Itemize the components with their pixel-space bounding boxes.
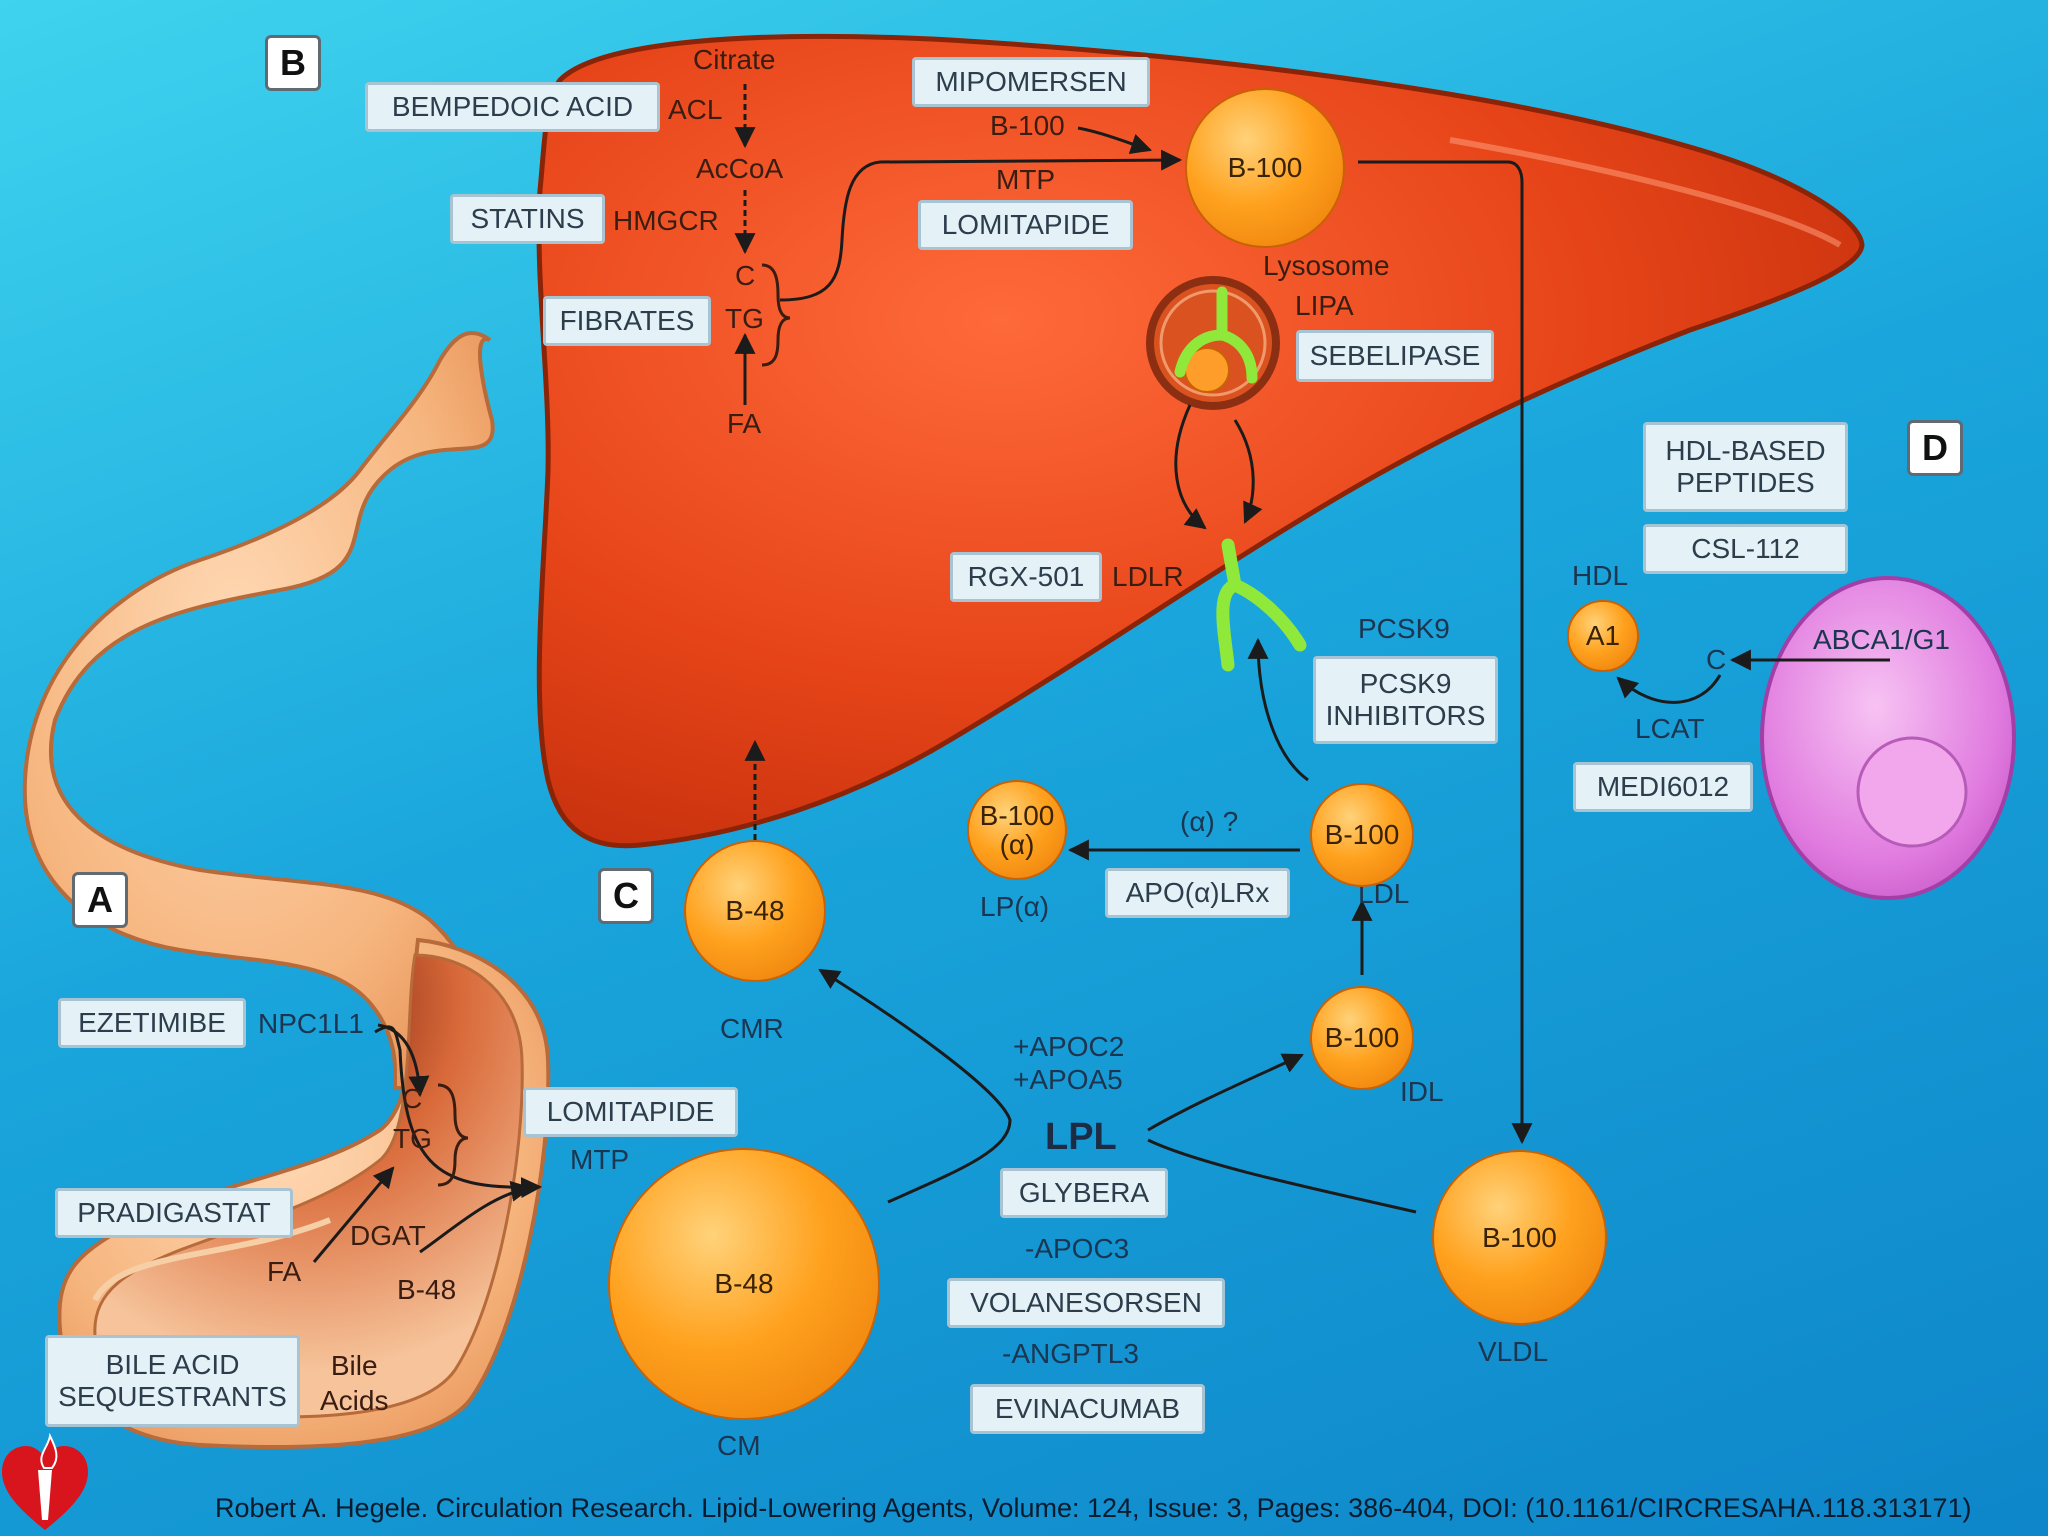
drug-box-pradigastat: PRADIGASTAT (55, 1188, 293, 1238)
citation-text: Robert A. Hegele. Circulation Research. … (215, 1493, 1972, 1523)
pathway-arrows (312, 84, 1890, 1263)
label-c-gut: C (402, 1083, 423, 1114)
particle-cm: B-48 (608, 1148, 880, 1420)
lpa-particle-line-1: B-100 (979, 799, 1055, 831)
particle-ldl: B-100 (1310, 783, 1414, 887)
label-c-cell: C (1706, 644, 1727, 675)
heart-torch-logo-icon (2, 1432, 88, 1530)
panel-label-c: C (598, 868, 654, 924)
drug-box-lomitapide-liver: LOMITAPIDE (918, 200, 1133, 250)
drug-box-sebelipase: SEBELIPASE (1296, 330, 1494, 382)
drug-box-ezetimibe: EZETIMIBE (58, 998, 246, 1048)
label-tg-gut: TG (393, 1123, 432, 1154)
liver-shape (536, 33, 1865, 849)
label-cmr: CMR (720, 1013, 784, 1044)
drug-box-mipomersen: MIPOMERSEN (912, 57, 1150, 107)
label-apoc3: -APOC3 (1025, 1233, 1130, 1264)
label-mtp-gut: MTP (570, 1144, 630, 1175)
label-lcat: LCAT (1635, 713, 1705, 744)
label-fa-liver: FA (727, 408, 762, 439)
label-bile-acids: Bile Acids (320, 1348, 388, 1418)
hdl-peptides-line-2: PEPTIDES (1676, 467, 1815, 498)
particle-a1: A1 (1567, 600, 1639, 672)
panel-label-b: B (265, 35, 321, 91)
label-alpha-question: (α) ? (1180, 806, 1239, 837)
label-fa-gut: FA (267, 1256, 302, 1287)
peripheral-cell-shape (1760, 576, 2016, 900)
label-lipa: LIPA (1295, 290, 1354, 321)
drug-box-bile-acid-sequestrants: BILE ACID SEQUESTRANTS (45, 1335, 300, 1427)
label-lysosome: Lysosome (1263, 250, 1390, 281)
label-c-liver: C (735, 260, 756, 291)
label-b48-gut: B-48 (397, 1274, 457, 1305)
drug-box-hdl-based-peptides: HDL-BASED PEPTIDES (1643, 422, 1848, 512)
label-hmgcr: HMGCR (613, 205, 719, 236)
label-lpl: LPL (1045, 1116, 1117, 1158)
label-dgat: DGAT (350, 1220, 426, 1251)
drug-box-fibrates: FIBRATES (543, 296, 711, 346)
label-accoa: AcCoA (696, 153, 784, 184)
particle-idl: B-100 (1310, 986, 1414, 1090)
panel-label-d: D (1907, 420, 1963, 476)
label-lpa: LP(α) (980, 891, 1050, 922)
label-idl: IDL (1400, 1076, 1444, 1107)
label-angptl3: -ANGPTL3 (1002, 1338, 1139, 1369)
pcsk9-inhibitors-line-2: INHIBITORS (1325, 700, 1486, 731)
label-npc1l1: NPC1L1 (258, 1008, 364, 1039)
bile-acid-seq-line-2: SEQUESTRANTS (58, 1381, 287, 1412)
label-tg-liver: TG (725, 303, 764, 334)
lpa-particle-line-2: (α) (999, 829, 1035, 860)
drug-box-pcsk9-inhibitors: PCSK9 INHIBITORS (1313, 656, 1498, 744)
particle-b100-liver: B-100 (1185, 88, 1345, 248)
brackets (437, 263, 791, 1187)
drug-box-glybera: GLYBERA (1000, 1168, 1168, 1218)
drug-box-bempedoic-acid: BEMPEDOIC ACID (365, 82, 660, 132)
label-cm: CM (717, 1430, 761, 1461)
particle-vldl: B-100 (1432, 1150, 1607, 1325)
label-abca1-g1: ABCA1/G1 (1813, 624, 1950, 655)
label-hdl: HDL (1572, 560, 1629, 591)
label-apoc2: +APOC2 (1013, 1031, 1125, 1062)
label-mtp-liver: MTP (996, 164, 1056, 195)
label-acl: ACL (668, 94, 723, 125)
label-vldl: VLDL (1478, 1336, 1549, 1367)
drug-box-statins: STATINS (450, 194, 605, 244)
drug-box-evinacumab: EVINACUMAB (970, 1384, 1205, 1434)
drug-box-volanesorsen: VOLANESORSEN (947, 1278, 1225, 1328)
bile-acids-line-2: Acids (320, 1385, 389, 1416)
label-ldlr: LDLR (1112, 561, 1184, 592)
label-apoa5: +APOA5 (1013, 1064, 1123, 1095)
panel-label-a: A (72, 872, 128, 928)
label-pcsk9: PCSK9 (1358, 613, 1450, 644)
hdl-peptides-line-1: HDL-BASED (1665, 434, 1826, 466)
particle-cmr: B-48 (684, 840, 826, 982)
drug-box-medi6012: MEDI6012 (1573, 762, 1753, 812)
bile-acid-seq-line-1: BILE ACID (105, 1348, 240, 1380)
pcsk9-inhibitors-line-1: PCSK9 (1359, 667, 1452, 699)
bile-acids-line-1: Bile (330, 1350, 378, 1381)
drug-box-csl112: CSL-112 (1643, 524, 1848, 574)
drug-box-apoa-lrx: APO(α)LRx (1105, 868, 1290, 918)
particle-lpa: B-100 (α) (967, 780, 1067, 880)
label-b100-liver: B-100 (990, 110, 1065, 141)
ldl-receptor-shape (1216, 538, 1307, 672)
drug-box-rgx501: RGX-501 (950, 552, 1102, 602)
label-citrate: Citrate (693, 44, 776, 75)
drug-box-lomitapide-gut: LOMITAPIDE (523, 1087, 738, 1137)
